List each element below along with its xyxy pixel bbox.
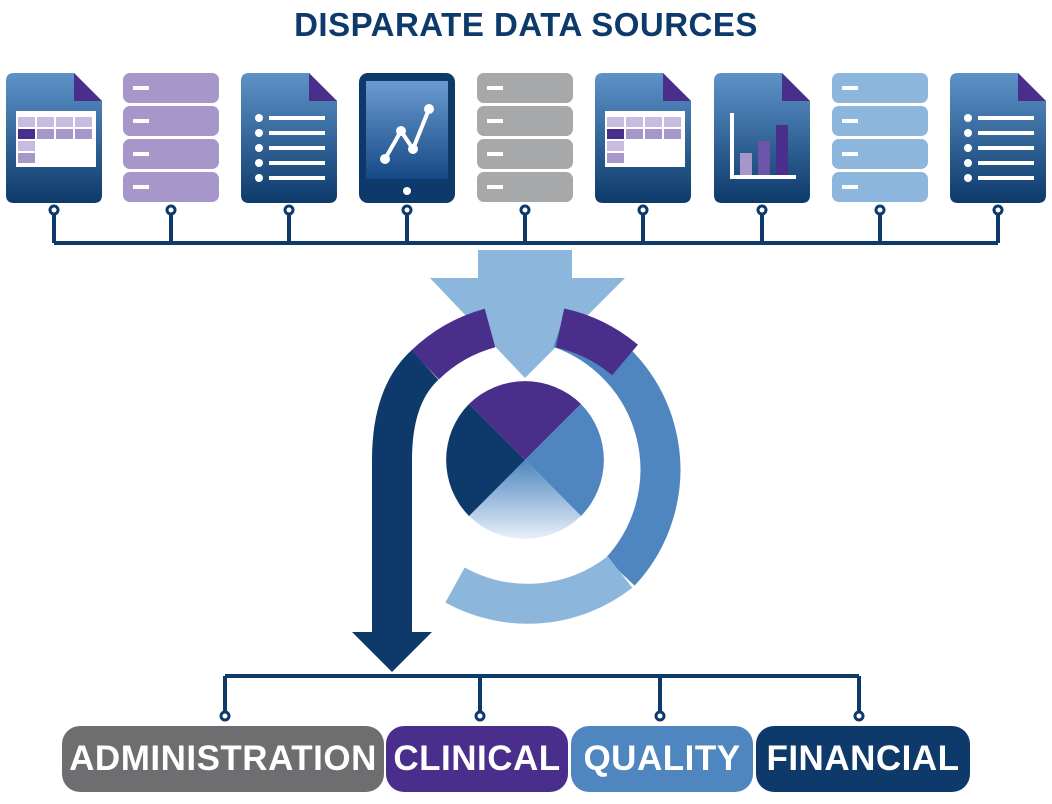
source-7-bar-chart-document (714, 73, 810, 203)
source-6-spreadsheet-document (595, 73, 691, 203)
output-label: CLINICAL (393, 739, 561, 778)
output-financial: FINANCIAL (756, 726, 970, 792)
output-label: ADMINISTRATION (69, 739, 377, 778)
data-sources-row (6, 73, 1046, 203)
source-8-database (832, 73, 928, 202)
output-clinical: CLINICAL (386, 726, 568, 792)
pie-icon (446, 381, 604, 539)
output-arrow (352, 632, 432, 672)
source-connector-bus (48, 204, 1004, 245)
output-label: QUALITY (583, 739, 741, 778)
output-label: FINANCIAL (766, 739, 960, 778)
p-logo-icon (352, 308, 681, 672)
input-arrow (430, 250, 625, 378)
output-connector-bus (219, 674, 865, 722)
source-3-list-document (241, 73, 337, 203)
source-4-tablet-chart (359, 73, 455, 203)
output-quality: QUALITY (571, 726, 753, 792)
source-9-list-document (950, 73, 1046, 203)
source-1-spreadsheet-document (6, 73, 102, 203)
source-5-database (477, 73, 573, 202)
output-administration: ADMINISTRATION (62, 726, 384, 792)
page-title: DISPARATE DATA SOURCES (294, 6, 758, 43)
source-2-database (123, 73, 219, 202)
